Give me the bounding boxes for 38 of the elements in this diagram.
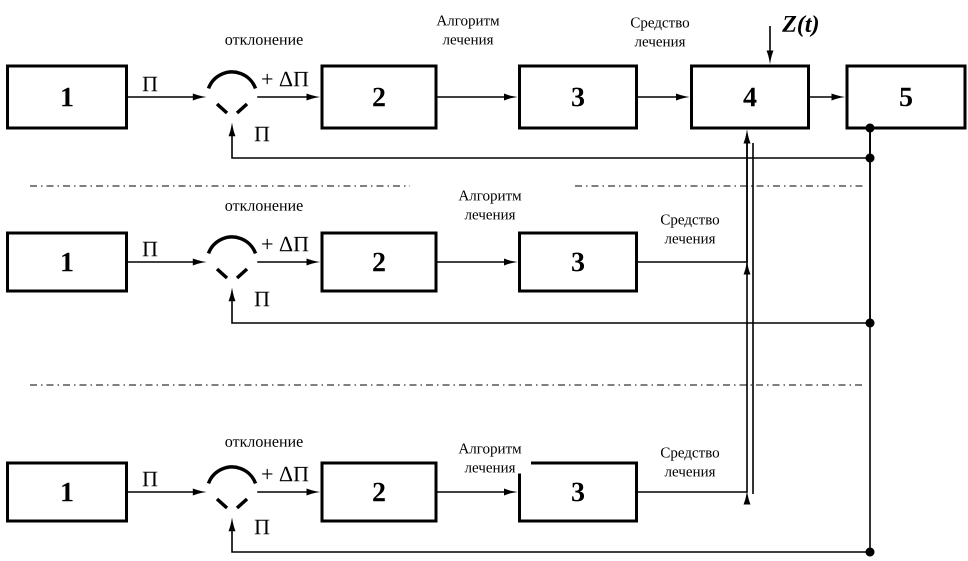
edge-label: П: [141, 470, 159, 488]
arrow: [128, 94, 203, 100]
arrow: [128, 258, 203, 266]
comparator-symbol: [206, 235, 258, 280]
edge-label: + ΔП: [260, 236, 310, 252]
edge-label: Алгоритм лечения: [449, 442, 531, 474]
feedback-arrow: [228, 130, 871, 553]
signal-label: Z(t): [782, 15, 818, 37]
block-box: 2: [320, 64, 438, 130]
comparator-symbol: [206, 465, 258, 510]
arrow: [128, 488, 203, 496]
block-box: 3: [518, 232, 638, 292]
edge-label: Средство лечения: [649, 446, 731, 478]
block-box: 1: [6, 462, 128, 522]
block-box: 1: [6, 232, 128, 292]
edge-label: Средство лечения: [619, 16, 701, 48]
block-box: 3: [518, 462, 638, 522]
edge-label: Средство лечения: [649, 213, 731, 245]
block-box: 4: [690, 64, 810, 130]
edge-label: П: [253, 290, 271, 308]
edge-label: П: [253, 126, 271, 142]
edge-label: + ΔП: [260, 70, 310, 88]
annotation-label: отклонение: [225, 37, 303, 45]
edge-label: + ΔП: [260, 466, 310, 482]
block-box: 2: [320, 462, 438, 522]
annotation-label: отклонение: [225, 439, 303, 447]
edge-label: Алгоритм лечения: [427, 14, 509, 46]
feedback-arrow: [228, 126, 871, 159]
block-box: 1: [6, 64, 128, 130]
edge-label: П: [141, 240, 159, 258]
edge-label: П: [141, 76, 159, 92]
comparator-symbol: [206, 70, 258, 115]
annotation-label: отклонение: [225, 203, 303, 211]
edge-label: Алгоритм лечения: [449, 189, 531, 221]
edge-label: П: [253, 518, 271, 536]
block-box: 2: [320, 232, 438, 292]
block-box: 3: [518, 64, 638, 130]
block-box: 5: [846, 64, 966, 130]
